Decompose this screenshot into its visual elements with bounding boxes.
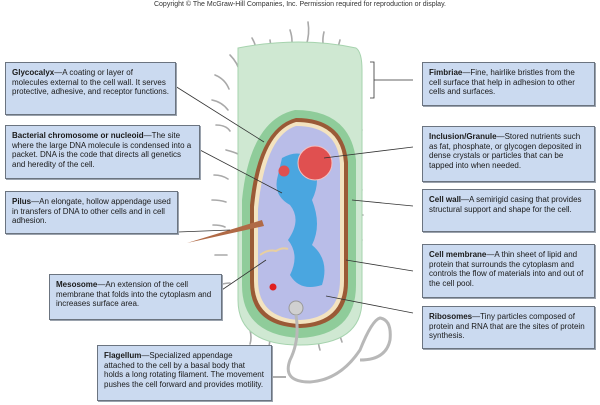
basal-body bbox=[288, 300, 304, 316]
label-pilus: Pilus—An elongate, hollow appendage used… bbox=[5, 191, 178, 234]
label-ribosomes: Ribosomes—Tiny particles composed of pro… bbox=[422, 306, 595, 349]
copyright-notice: Copyright © The McGraw-Hill Companies, I… bbox=[153, 1, 446, 8]
label-cell-wall: Cell wall—A semirigid casing that provid… bbox=[422, 189, 595, 232]
label-fimbriae: Fimbriae—Fine, hairlike bristles from th… bbox=[422, 62, 595, 106]
label-cell-membrane: Cell membrane—A thin sheet of lipid and … bbox=[422, 244, 595, 298]
label-flagellum: Flagellum—Specialized appendage attached… bbox=[97, 345, 272, 401]
label-mesosome: Mesosome—An extension of the cell membra… bbox=[49, 274, 222, 320]
label-glycocalyx: Glycocalyx—A coating or layer of molecul… bbox=[5, 62, 176, 115]
nucleoid bbox=[276, 153, 325, 288]
flagellum bbox=[286, 314, 392, 384]
small-granule bbox=[269, 283, 277, 291]
label-inclusion: Inclusion/Granule—Stored nutrients such … bbox=[422, 126, 595, 182]
pilus bbox=[187, 220, 264, 243]
label-chromosome: Bacterial chromosome or nucleoid—The sit… bbox=[5, 125, 200, 179]
small-granule bbox=[278, 165, 290, 177]
leader-lines bbox=[174, 61, 414, 378]
mesosome bbox=[259, 247, 289, 256]
inclusion-granule bbox=[297, 145, 333, 181]
